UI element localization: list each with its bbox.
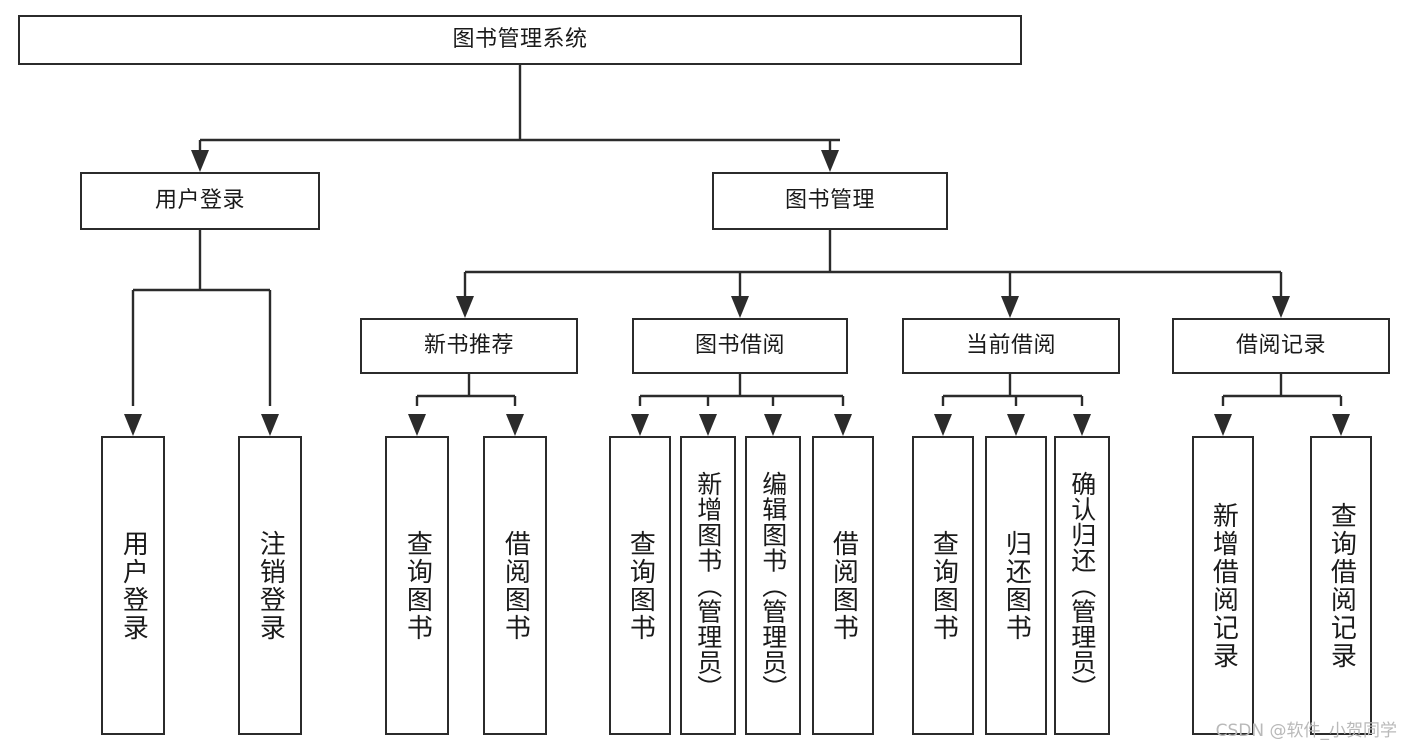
node-label: 借阅图书 <box>500 529 531 642</box>
node-label: 借阅图书 <box>828 529 859 642</box>
node-root[interactable]: 图书管理系统 <box>18 15 1022 65</box>
arrowhead-icon <box>731 296 749 318</box>
node-leaf-rec-query[interactable]: 查询图书 <box>385 436 449 735</box>
node-label: 查询图书 <box>625 529 656 642</box>
node-label: 确认归还（管理员） <box>1067 470 1097 701</box>
arrowhead-icon <box>408 414 426 436</box>
arrowhead-icon <box>699 414 717 436</box>
arrowhead-icon <box>1332 414 1350 436</box>
node-leaf-record-add[interactable]: 新增借阅记录 <box>1192 436 1254 735</box>
node-label: 查询图书 <box>402 529 433 642</box>
arrowhead-icon <box>1007 414 1025 436</box>
arrowhead-icon <box>1272 296 1290 318</box>
node-new-book-rec[interactable]: 新书推荐 <box>360 318 578 374</box>
node-label: 图书借阅 <box>694 332 785 358</box>
node-user-login[interactable]: 用户登录 <box>80 172 320 230</box>
arrowhead-icon <box>506 414 524 436</box>
node-label: 图书管理 <box>784 187 875 213</box>
node-current-borrow[interactable]: 当前借阅 <box>902 318 1120 374</box>
node-leaf-user-logout[interactable]: 注销登录 <box>238 436 302 735</box>
node-leaf-borrow-add[interactable]: 新增图书（管理员） <box>680 436 736 735</box>
node-label: 新增图书（管理员） <box>693 470 723 701</box>
node-label: 查询借阅记录 <box>1326 501 1357 670</box>
arrowhead-icon <box>764 414 782 436</box>
node-label: 借阅记录 <box>1235 332 1326 358</box>
node-label: 新书推荐 <box>423 332 514 358</box>
node-leaf-rec-borrow[interactable]: 借阅图书 <box>483 436 547 735</box>
arrowhead-icon <box>821 150 839 172</box>
node-book-borrow[interactable]: 图书借阅 <box>632 318 848 374</box>
node-leaf-borrow-edit[interactable]: 编辑图书（管理员） <box>745 436 801 735</box>
node-label: 编辑图书（管理员） <box>758 470 788 701</box>
node-leaf-current-query[interactable]: 查询图书 <box>912 436 974 735</box>
node-label: 注销登录 <box>255 529 286 642</box>
watermark: CSDN @软件_小贺同学 <box>1215 721 1397 741</box>
arrowhead-icon <box>834 414 852 436</box>
arrowhead-icon <box>934 414 952 436</box>
node-label: 新增借阅记录 <box>1208 501 1239 670</box>
node-label: 用户登录 <box>154 187 245 213</box>
node-label: 当前借阅 <box>965 332 1056 358</box>
node-leaf-current-confirm[interactable]: 确认归还（管理员） <box>1054 436 1110 735</box>
node-label: 查询图书 <box>928 529 959 642</box>
arrowhead-icon <box>1214 414 1232 436</box>
arrowhead-icon <box>261 414 279 436</box>
arrowhead-icon <box>124 414 142 436</box>
arrowhead-icon <box>631 414 649 436</box>
arrowhead-icon <box>191 150 209 172</box>
node-leaf-user-login[interactable]: 用户登录 <box>101 436 165 735</box>
node-leaf-borrow-query[interactable]: 查询图书 <box>609 436 671 735</box>
node-label: 归还图书 <box>1001 529 1032 642</box>
node-leaf-record-query[interactable]: 查询借阅记录 <box>1310 436 1372 735</box>
node-book-manage[interactable]: 图书管理 <box>712 172 948 230</box>
arrowhead-icon <box>1001 296 1019 318</box>
arrowhead-icon <box>1073 414 1091 436</box>
node-borrow-record[interactable]: 借阅记录 <box>1172 318 1390 374</box>
node-label: 用户登录 <box>118 529 149 642</box>
node-leaf-current-return[interactable]: 归还图书 <box>985 436 1047 735</box>
arrowhead-icon <box>456 296 474 318</box>
node-label: 图书管理系统 <box>452 26 588 52</box>
node-leaf-borrow-lend[interactable]: 借阅图书 <box>812 436 874 735</box>
